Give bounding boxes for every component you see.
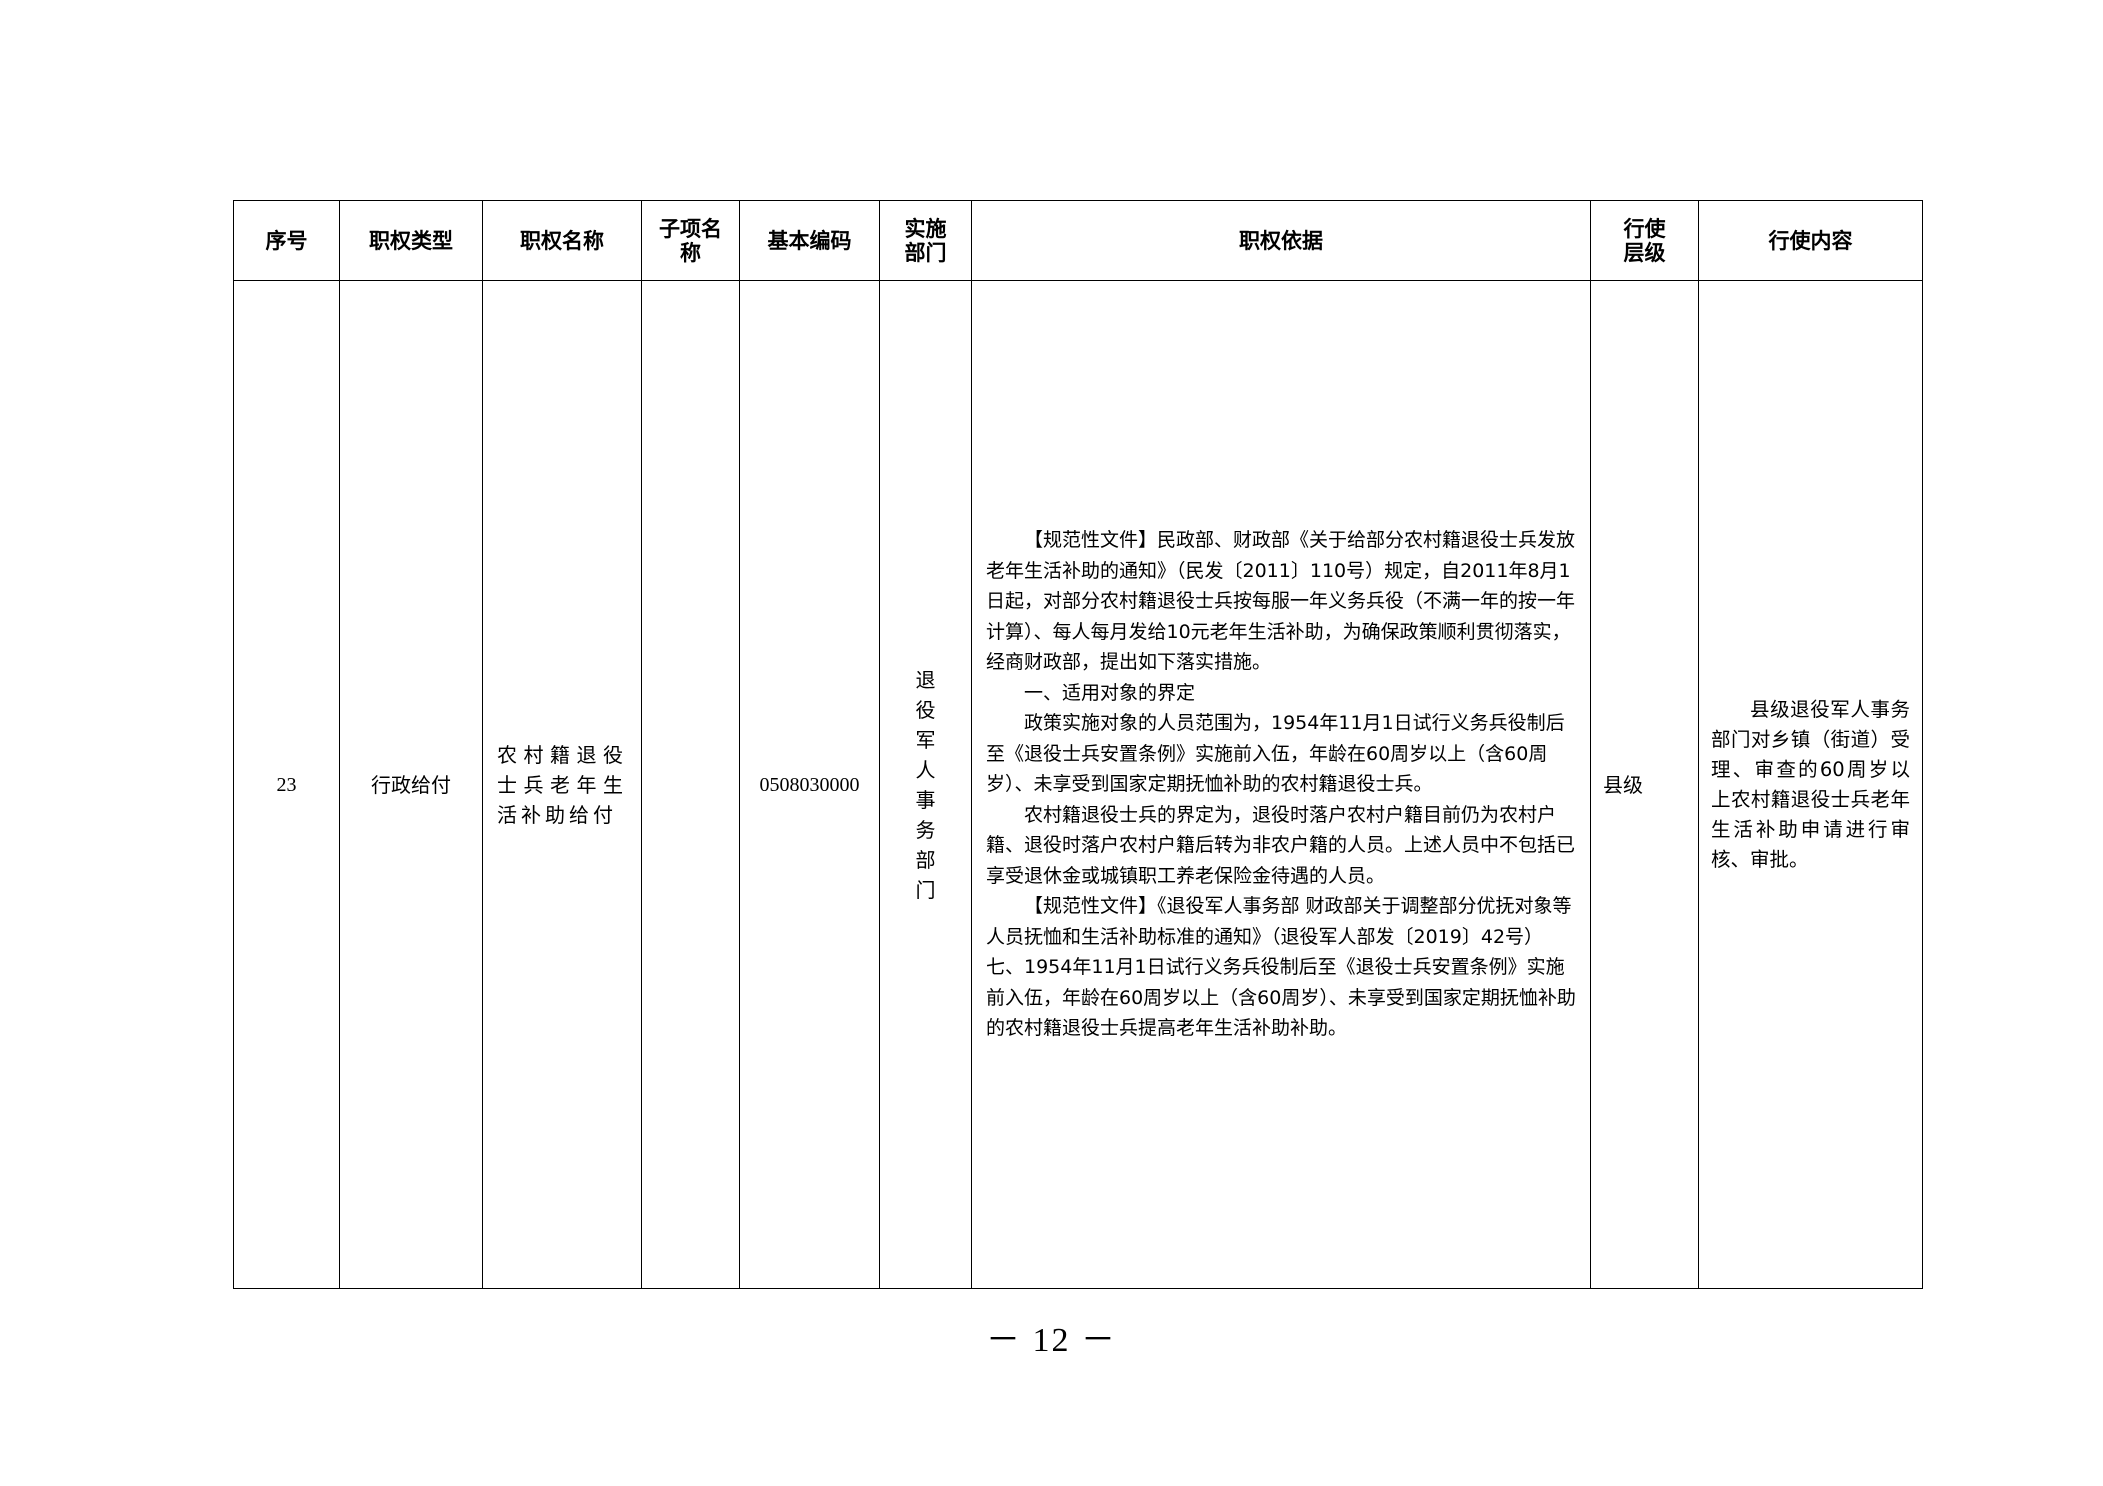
- basis-paragraph: 农村籍退役士兵的界定为，退役时落户农村户籍目前仍为农村户籍、退役时落户农村户籍后…: [986, 803, 1576, 887]
- cell-seq: 23: [233, 280, 340, 1289]
- basis-paragraph: 【规范性文件】民政部、财政部《关于给部分农村籍退役士兵发放老年生活补助的通知》（…: [986, 529, 1576, 674]
- cell-content: 县级退役军人事务部门对乡镇（街道）受理、审查的60周岁以上农村籍退役士兵老年生活…: [1698, 280, 1923, 1289]
- page-number: － 12 －: [986, 1322, 1117, 1359]
- basis-paragraph: 一、适用对象的界定: [1024, 681, 1196, 704]
- header-subitem: 子项名称: [641, 200, 740, 281]
- basis-paragraph: 【规范性文件】《退役军人事务部 财政部关于调整部分优抚对象等人员抚恤和生活补助标…: [986, 895, 1572, 948]
- cell-level: 县级: [1590, 280, 1699, 1289]
- header-basis: 职权依据: [971, 200, 1591, 281]
- cell-basis: 【规范性文件】民政部、财政部《关于给部分农村籍退役士兵发放老年生活补助的通知》（…: [971, 280, 1591, 1289]
- content-paragraph: 县级退役军人事务部门对乡镇（街道）受理、审查的60周岁以上农村籍退役士兵老年生活…: [1711, 697, 1910, 871]
- cell-type: 行政给付: [339, 280, 483, 1289]
- table-header-row: 序号 职权类型 职权名称 子项名称 基本编码 实施部门 职权依据 行使层级 行使…: [233, 200, 1923, 281]
- header-subitem-label: 子项名称: [658, 216, 722, 265]
- cell-name: 农村籍退役士兵老年生活补助给付: [482, 280, 642, 1289]
- cell-department-text: 退役军人事务部门: [915, 667, 936, 902]
- header-code: 基本编码: [739, 200, 880, 281]
- header-seq: 序号: [233, 200, 340, 281]
- content-text: 县级退役军人事务部门对乡镇（街道）受理、审查的60周岁以上农村籍退役士兵老年生活…: [1699, 695, 1922, 875]
- basis-paragraph: 七、1954年11月1日试行义务兵役制后至《退役士兵安置条例》实施前入伍，年龄在…: [986, 956, 1576, 1040]
- basis-text: 【规范性文件】民政部、财政部《关于给部分农村籍退役士兵发放老年生活补助的通知》（…: [972, 525, 1590, 1044]
- table-row: 23 行政给付 农村籍退役士兵老年生活补助给付 0508030000 退役军人事…: [233, 280, 1923, 1289]
- cell-subitem: [641, 280, 740, 1289]
- basis-paragraph: 政策实施对象的人员范围为，1954年11月1日试行义务兵役制后至《退役士兵安置条…: [986, 712, 1565, 796]
- cell-name-text: 农村籍退役士兵老年生活补助给付: [497, 742, 627, 827]
- header-department-label: 实施部门: [904, 216, 947, 265]
- cell-department: 退役军人事务部门: [879, 280, 972, 1289]
- header-type: 职权类型: [339, 200, 483, 281]
- header-level: 行使层级: [1590, 200, 1699, 281]
- header-name: 职权名称: [482, 200, 642, 281]
- cell-code: 0508030000: [739, 280, 880, 1289]
- cell-level-text: 县级: [1603, 772, 1643, 797]
- authority-table: 序号 职权类型 职权名称 子项名称 基本编码 实施部门 职权依据 行使层级 行使…: [233, 200, 1923, 1289]
- header-content: 行使内容: [1698, 200, 1923, 281]
- header-level-label: 行使层级: [1623, 216, 1666, 265]
- header-department: 实施部门: [879, 200, 972, 281]
